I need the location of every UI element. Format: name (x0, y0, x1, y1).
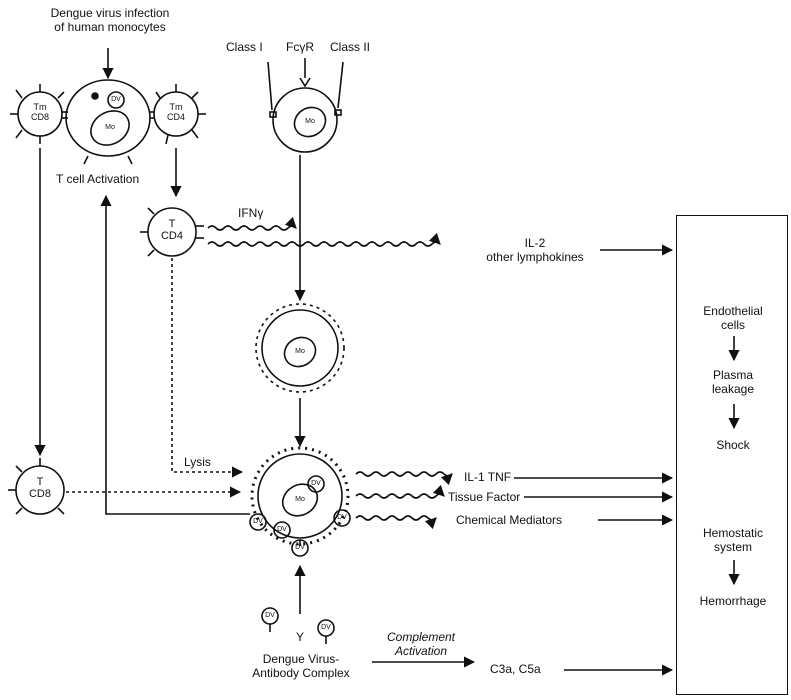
tm-cd4-text: Tm CD4 (162, 102, 190, 122)
tissue-factor-wave (356, 494, 444, 498)
mo-text-resting: Mo (300, 118, 320, 126)
endothelial-label: Endothelial cells (677, 304, 789, 332)
complement-label: Complement Activation (366, 630, 476, 658)
dv-text-6: DV (262, 612, 278, 620)
arrow-feedback (106, 196, 250, 514)
chem-mediators-label: Chemical Mediators (456, 513, 562, 527)
mo-text-infected-activated: Mo (290, 496, 310, 504)
hemorrhage-label: Hemorrhage (677, 594, 789, 608)
chem-med-wave (356, 516, 436, 520)
dv-text-2: DV (250, 518, 266, 526)
dv-text-4: DV (334, 514, 350, 522)
tissue-factor-label: Tissue Factor (448, 490, 520, 504)
c3a-c5a-label: C3a, C5a (490, 662, 541, 676)
mo-text-activated: Mo (290, 348, 310, 356)
arrow-lysis (172, 258, 242, 472)
lysis-label: Lysis (184, 455, 211, 469)
dv-text-3: DV (274, 526, 290, 534)
shock-label: Shock (677, 438, 789, 452)
antibody-y: Y (296, 630, 304, 644)
mo-text-infected: Mo (100, 124, 120, 132)
outcome-box: Endothelial cells Plasma leakage Shock H… (676, 215, 788, 695)
t-cd8-text: T CD8 (24, 476, 56, 500)
ifn-gamma-label: IFNγ (238, 206, 263, 220)
dv-text-5: DV (292, 544, 308, 552)
complex-label: Dengue Virus- Antibody Complex (244, 652, 358, 680)
dv-text-infected: DV (108, 96, 124, 104)
class2-label: Class II (330, 40, 370, 54)
il1-tnf-label: IL-1 TNF (464, 470, 511, 484)
hemostatic-label: Hemostatic system (677, 526, 789, 554)
dv-text-7: DV (318, 624, 334, 632)
il1-tnf-wave (356, 472, 452, 476)
ifn-gamma-wave (208, 226, 296, 230)
infection-label: Dengue virus infection of human monocyte… (10, 6, 210, 34)
dv-text-1: DV (308, 480, 324, 488)
il2-wave (208, 242, 440, 246)
tm-cd8-text: Tm CD8 (26, 102, 54, 122)
class1-label: Class I (226, 40, 263, 54)
plasma-label: Plasma leakage (677, 368, 789, 396)
t-cell-activation-label: T cell Activation (56, 172, 139, 186)
t-cd4-text: T CD4 (156, 218, 188, 242)
fcr-label: FcγR (286, 40, 314, 54)
il2-label: IL-2 other lymphokines (470, 236, 600, 264)
